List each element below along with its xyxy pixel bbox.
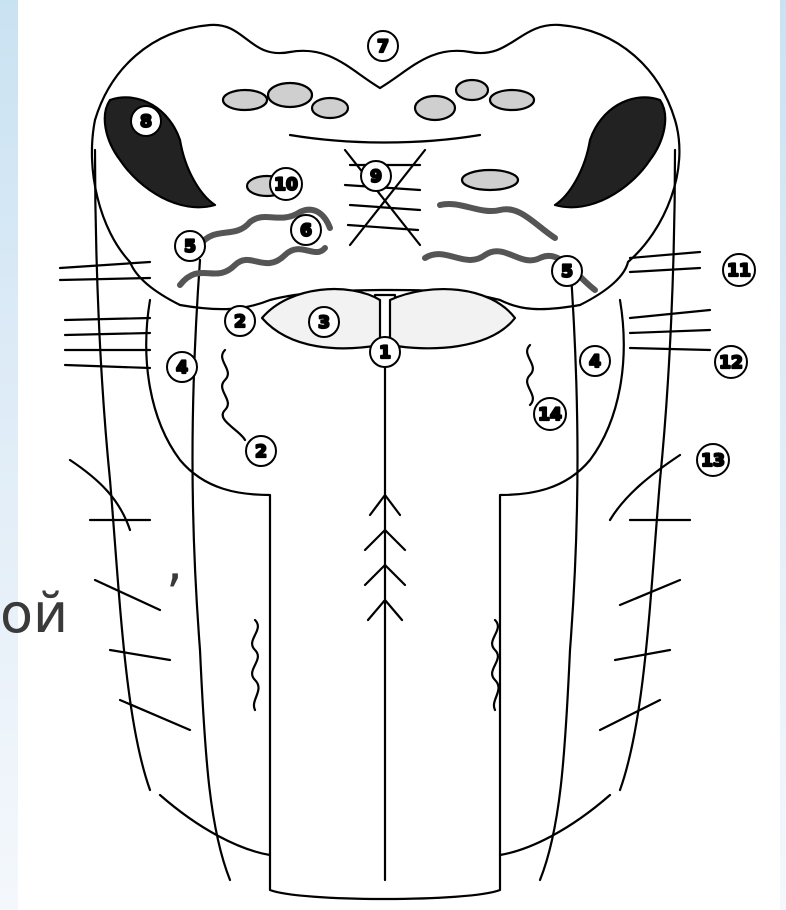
label-5-left: 5 — [175, 231, 205, 261]
label-11: 11 — [723, 254, 755, 286]
structure-8-right — [555, 97, 665, 207]
svg-text:11: 11 — [727, 261, 751, 281]
svg-text:2: 2 — [255, 442, 267, 462]
svg-text:7: 7 — [377, 37, 389, 57]
right-lower-outline — [540, 260, 578, 880]
label-7: 7 — [368, 31, 398, 61]
label-1: 1 — [370, 337, 400, 367]
svg-text:2: 2 — [234, 312, 246, 332]
left-outer-line — [95, 150, 150, 790]
svg-text:13: 13 — [701, 451, 725, 471]
right-outer-line — [620, 150, 675, 790]
svg-text:6: 6 — [300, 221, 312, 241]
label-2-top: 2 — [225, 306, 255, 336]
label-5-right: 5 — [552, 256, 582, 286]
svg-text:12: 12 — [719, 353, 743, 373]
svg-text:1: 1 — [379, 343, 391, 363]
svg-text:10: 10 — [274, 175, 298, 195]
svg-text:8: 8 — [140, 112, 152, 132]
label-2-lower: 2 — [246, 436, 276, 466]
svg-text:9: 9 — [370, 167, 382, 187]
label-10: 10 — [270, 168, 302, 200]
label-9: 9 — [361, 161, 391, 191]
label-6: 6 — [291, 215, 321, 245]
svg-text:3: 3 — [318, 313, 330, 333]
svg-text:4: 4 — [176, 358, 188, 378]
label-14: 14 — [534, 398, 566, 430]
label-4-right: 4 — [580, 346, 610, 376]
label-4-left: 4 — [167, 352, 197, 382]
label-12: 12 — [715, 346, 747, 378]
left-lower-outline — [193, 260, 231, 880]
svg-text:5: 5 — [184, 237, 196, 257]
label-3: 3 — [309, 307, 339, 337]
svg-text:5: 5 — [561, 262, 573, 282]
svg-text:4: 4 — [589, 352, 601, 372]
svg-text:14: 14 — [538, 405, 562, 425]
label-13: 13 — [697, 444, 729, 476]
label-8: 8 — [131, 106, 161, 136]
